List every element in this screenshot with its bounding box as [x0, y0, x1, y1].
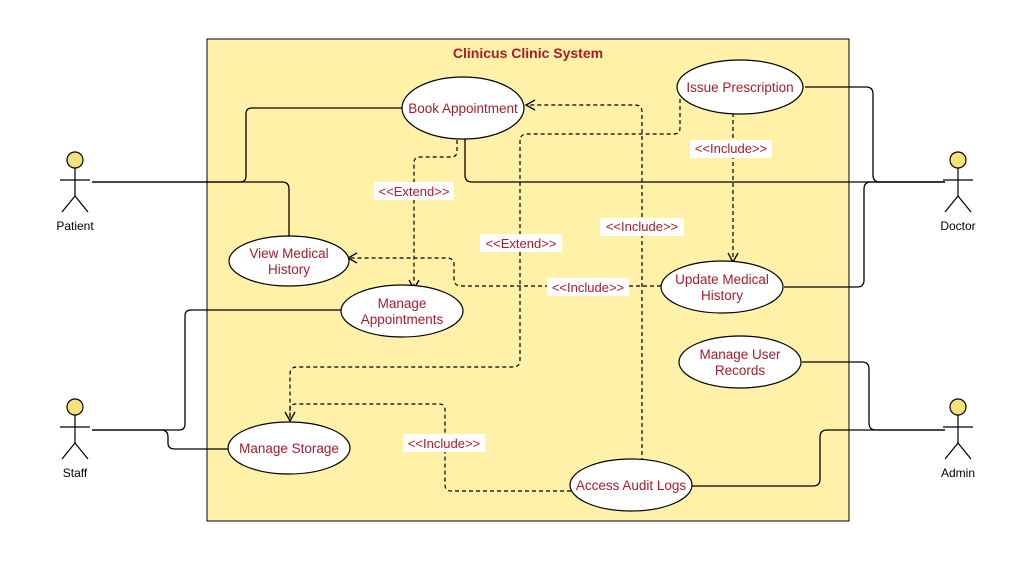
actor-admin[interactable]	[943, 398, 973, 460]
actor-admin-head-icon	[949, 398, 967, 416]
use-case-manage-user-records-label-line1: Manage User	[699, 347, 781, 362]
label-include-audit-storage: <<Include>>	[408, 436, 480, 451]
assoc-staff-appointments	[92, 309, 341, 431]
relationship-labels: <<Extend>> <<Include>> <<Include>> <<Ext…	[374, 140, 772, 452]
use-case-access-audit-logs[interactable]: Access Audit Logs	[569, 458, 693, 512]
use-case-access-audit-logs-label: Access Audit Logs	[576, 478, 687, 493]
dep-extend-book-to-manage	[408, 140, 458, 291]
actor-doctor-head-icon	[949, 151, 967, 169]
label-extend-prescription-storage: <<Extend>>	[486, 236, 557, 251]
assoc-doctor-book	[464, 139, 945, 183]
use-case-view-medical-history-label-line2: History	[268, 262, 310, 277]
actor-patient[interactable]	[60, 151, 90, 213]
dep-include-update-to-view	[346, 252, 661, 287]
actor-staff-head-icon	[66, 398, 84, 416]
associations	[92, 86, 945, 487]
label-include-prescription-update: <<Include>>	[695, 141, 767, 156]
use-case-update-medical-history-label-line2: History	[701, 288, 743, 303]
assoc-staff-storage	[92, 429, 228, 450]
dep-include-audit-to-book	[524, 99, 643, 462]
use-case-manage-appointments[interactable]: Manage Appointments	[340, 284, 464, 338]
use-case-view-medical-history-label-line1: View Medical	[249, 246, 328, 261]
use-case-view-medical-history[interactable]: View Medical History	[228, 235, 350, 287]
use-case-manage-storage-label: Manage Storage	[239, 441, 339, 456]
label-include-audit-book: <<Include>>	[606, 219, 678, 234]
label-extend-book-manage: <<Extend>>	[379, 184, 450, 199]
label-include-update-view: <<Include>>	[552, 280, 624, 295]
use-case-manage-storage[interactable]: Manage Storage	[227, 421, 351, 475]
use-case-book-appointment-label: Book Appointment	[408, 101, 518, 116]
actor-doctor[interactable]	[943, 151, 973, 213]
actor-staff[interactable]	[60, 398, 90, 460]
actor-patient-head-icon	[66, 151, 84, 169]
use-case-book-appointment[interactable]: Book Appointment	[401, 76, 525, 140]
actor-staff-label: Staff	[63, 466, 88, 480]
assoc-patient-view	[92, 181, 290, 236]
use-case-manage-appointments-label-line2: Appointments	[361, 312, 444, 327]
actor-admin-label: Admin	[941, 466, 975, 480]
use-case-issue-prescription-label: Issue Prescription	[686, 80, 793, 95]
dep-extend-prescription-to-storage	[284, 99, 681, 423]
system-title: Clinicus Clinic System	[453, 45, 603, 61]
use-case-update-medical-history-label-line1: Update Medical	[675, 272, 769, 287]
use-case-manage-user-records[interactable]: Manage User Records	[678, 335, 802, 389]
assoc-doctor-update	[784, 181, 945, 288]
use-case-update-medical-history[interactable]: Update Medical History	[660, 260, 784, 314]
actor-patient-label: Patient	[56, 219, 94, 233]
assoc-admin-audit	[691, 429, 945, 487]
use-case-manage-appointments-label-line1: Manage	[378, 296, 427, 311]
actor-doctor-label: Doctor	[940, 219, 975, 233]
use-case-issue-prescription[interactable]: Issue Prescription	[676, 59, 804, 115]
use-case-manage-user-records-label-line2: Records	[715, 363, 766, 378]
dependencies	[284, 99, 739, 492]
